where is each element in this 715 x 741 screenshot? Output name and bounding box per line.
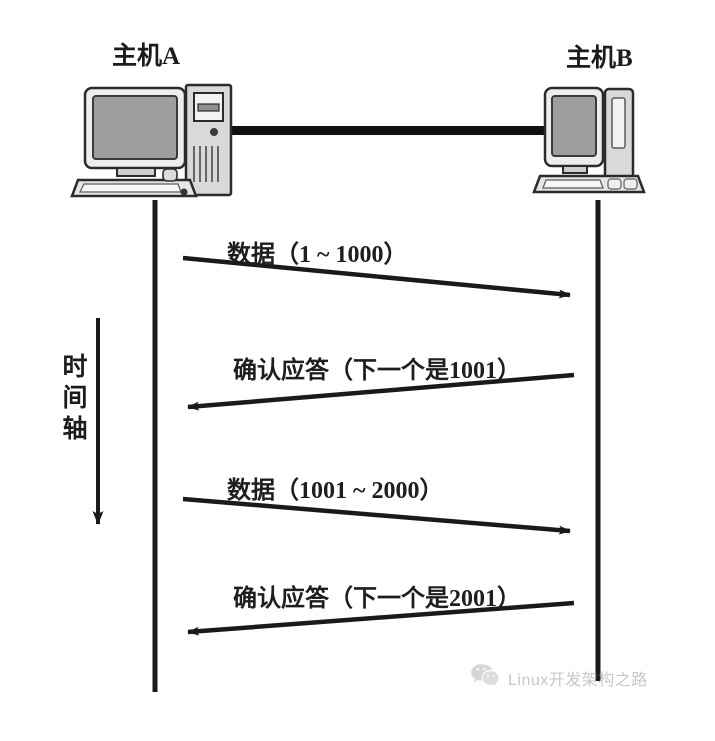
- message-label-ack-1: 确认应答（下一个是1001）: [233, 358, 521, 384]
- message-arrow-ack-1: [187, 372, 575, 411]
- message-arrow-data-1: [182, 255, 571, 299]
- message-label-ack-2: 确认应答（下一个是2001）: [233, 586, 521, 612]
- host-a-label: 主机A: [112, 43, 181, 70]
- message-label-data-2: 数据（1001 ~ 2000）: [227, 478, 444, 504]
- watermark: Linux开发架构之路: [470, 662, 648, 693]
- host-b-computer-icon: [532, 86, 646, 194]
- time-axis-label: 时间轴: [62, 354, 88, 443]
- message-arrow-data-2: [182, 496, 571, 535]
- host-a-computer-icon: [70, 83, 233, 198]
- wechat-logo-icon: [470, 662, 500, 693]
- message-arrow-ack-2: [187, 600, 575, 636]
- watermark-text: Linux开发架构之路: [508, 671, 648, 689]
- message-label-data-1: 数据（1 ~ 1000）: [227, 242, 408, 268]
- network-cable-icon: [222, 126, 562, 135]
- host-b-label: 主机B: [566, 45, 633, 72]
